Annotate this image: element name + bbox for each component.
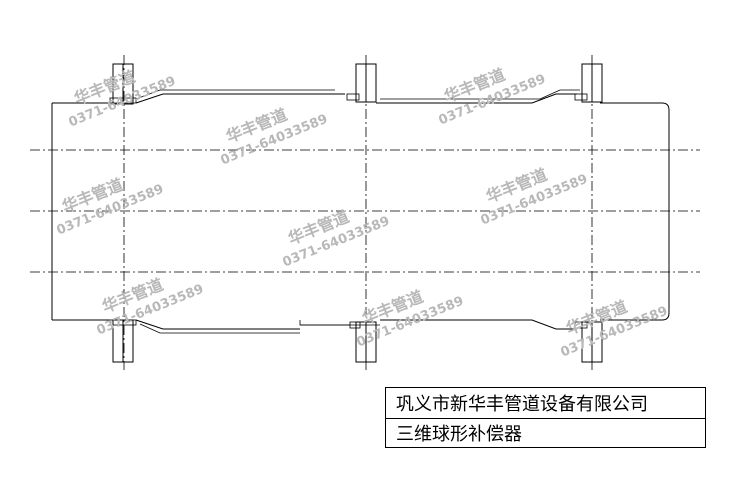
watermark-layer: 华丰管道 0371-64033589 华丰管道 0371-64033589 华丰… bbox=[55, 65, 670, 361]
company-name: 巩义市新华丰管道设备有限公司 bbox=[396, 393, 648, 415]
title-block: 巩义市新华丰管道设备有限公司 三维球形补偿器 bbox=[385, 387, 706, 448]
product-name: 三维球形补偿器 bbox=[386, 417, 705, 448]
left-flange bbox=[109, 63, 137, 363]
pipe-body bbox=[51, 89, 670, 334]
center-lines bbox=[30, 55, 700, 370]
